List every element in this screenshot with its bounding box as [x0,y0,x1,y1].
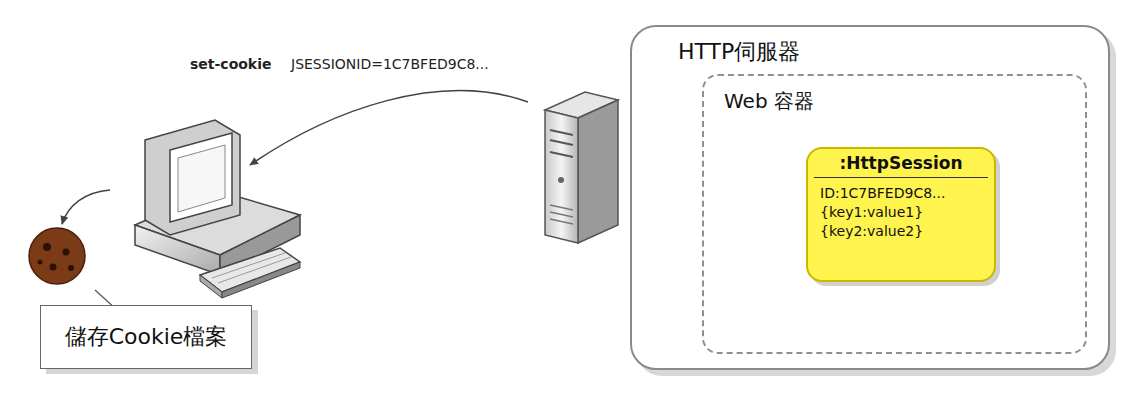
node-title: 儲存Cookie檔案 [65,322,228,352]
arrow-label: JSESSIONID=1C7BFED9C8... [291,56,489,72]
container-box: Web 容器 :HttpSessionID:1C7BFED9C8...{key1:… [702,74,1087,354]
box-shadow [636,31,1116,376]
node-title: Web 容器 [724,88,1085,115]
server-box: HTTP伺服器 Web 容器 :HttpSessionID:1C7BFED9C8..… [630,25,1110,370]
session-box: :HttpSessionID:1C7BFED9C8...{key1:value1… [806,147,996,282]
cookie-icon [29,228,85,284]
arrow-label: set-cookie [190,56,271,72]
set-cookie-arrow [250,91,528,165]
store-arrow [62,190,110,224]
node-title: HTTP伺服器 [678,37,1108,67]
computer-icon [135,120,300,298]
node-text: {key2:value2} [820,222,982,241]
node-title: :HttpSession [814,153,988,178]
server-icon [545,92,618,243]
callout-box: 儲存Cookie檔案 [40,305,252,369]
node-text: ID:1C7BFED9C8... [820,184,982,203]
node-text: {key1:value1} [820,203,982,222]
